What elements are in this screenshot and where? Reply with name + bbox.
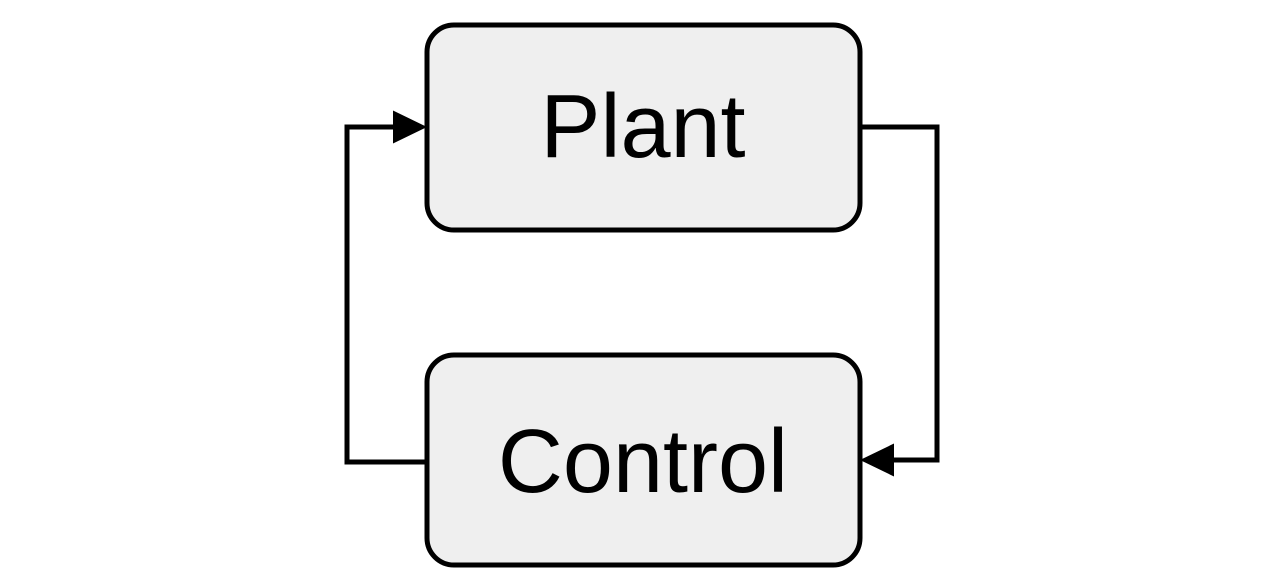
plant-node-label: Plant xyxy=(540,77,745,177)
arrowhead-into-plant-icon xyxy=(393,110,427,144)
arrowhead-into-control-icon xyxy=(860,443,894,477)
edge-plant-to-control xyxy=(860,124,940,463)
plant-node xyxy=(424,22,863,233)
control-node xyxy=(424,352,863,568)
edge-control-to-plant xyxy=(344,124,427,465)
control-node-label: Control xyxy=(498,412,788,512)
